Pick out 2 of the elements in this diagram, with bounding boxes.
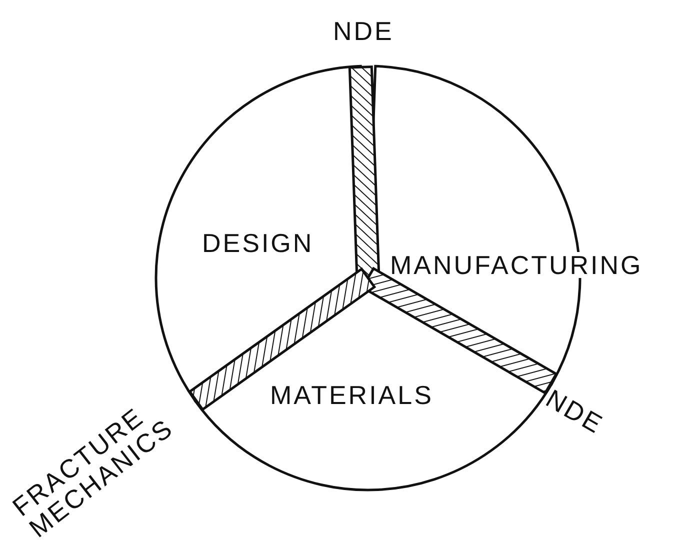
band-label: NDE	[333, 18, 395, 46]
band-label: NDE	[541, 385, 610, 442]
